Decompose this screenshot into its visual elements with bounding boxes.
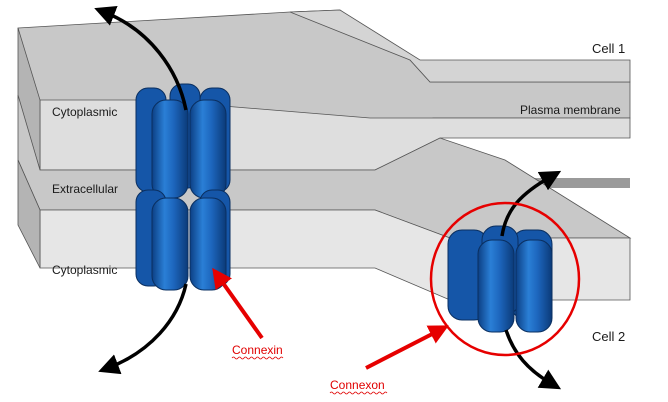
connexon-pointer-arrow (365, 325, 449, 370)
left-gap-junction-channel (135, 83, 231, 291)
cell1-label: Cell 1 (592, 41, 625, 56)
extracellular-label: Extracellular (52, 182, 118, 196)
flow-arrow-top-left (94, 6, 188, 111)
connexin-spellcheck-underline (231, 356, 284, 360)
connexon-label: Connexon (330, 378, 385, 392)
connexon-highlight-circle (429, 201, 581, 357)
connexin-subunit (151, 197, 189, 291)
connexin-pointer-arrow (212, 267, 264, 340)
connexin-subunit (477, 239, 515, 333)
connexon-spellcheck-underline (329, 391, 388, 395)
connexin-subunit (515, 239, 553, 333)
cell1-membrane (17, 9, 631, 188)
cell2-membrane-edge (17, 159, 41, 269)
flow-arrow-right-down (504, 329, 562, 390)
connexin-subunit (151, 99, 189, 199)
cytoplasmic-label-top: Cytoplasmic (52, 105, 117, 119)
connexin-subunit (189, 197, 227, 291)
flow-arrow-bottom-left (98, 283, 188, 375)
right-connexon (447, 225, 553, 333)
cell2-label: Cell 2 (592, 329, 625, 344)
connexin-subunit (189, 99, 227, 199)
lower-connexon-left (135, 189, 231, 291)
cytoplasmic-label-bottom: Cytoplasmic (52, 263, 117, 277)
plasma-membrane-label: Plasma membrane (520, 103, 621, 117)
connexin-label: Connexin (232, 343, 283, 357)
upper-connexon-left (135, 83, 231, 199)
